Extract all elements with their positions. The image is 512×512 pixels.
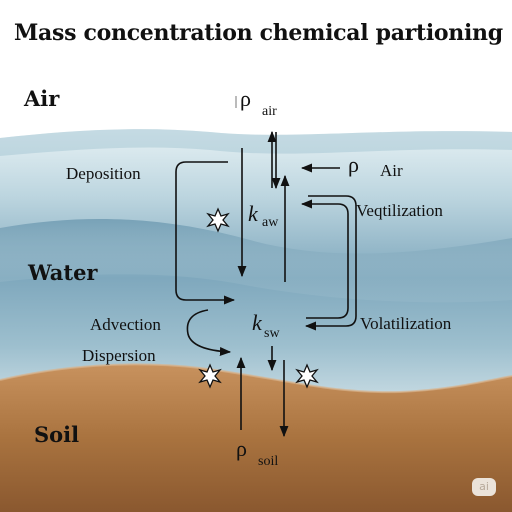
upper-volatilization-arrow xyxy=(300,199,349,319)
lower-volatilization-label: Volatilization xyxy=(360,314,452,333)
soil-layer xyxy=(0,364,512,512)
kaw-subscript: aw xyxy=(262,215,279,230)
water-depth-band xyxy=(0,218,512,303)
rho-air-subscript: air xyxy=(262,104,277,119)
rho-soil-symbol: ρ xyxy=(236,436,247,461)
zone-label-soil: Soil xyxy=(34,422,80,447)
kaw-symbol: k xyxy=(248,201,258,226)
advection-arrow xyxy=(186,309,232,356)
ksw-subscript: sw xyxy=(264,326,280,341)
advection-label: Advection xyxy=(90,315,161,334)
reaction-star-icon xyxy=(198,363,222,389)
ksw-symbol: k xyxy=(252,310,262,335)
zone-label-air: Air xyxy=(24,86,60,111)
dispersion-label: Dispersion xyxy=(82,346,156,365)
rho-air-inflow-symbol: ρ xyxy=(348,152,359,177)
reaction-star-icon xyxy=(206,207,230,233)
upper-volatilization-inner-arrow xyxy=(304,195,357,331)
rho-soil-subscript: soil xyxy=(258,454,279,469)
rho-air-symbol: ρ xyxy=(240,86,251,111)
rho-air-inflow-label: Air xyxy=(380,161,403,180)
zone-label-water: Water xyxy=(28,260,98,285)
deposition-label: Deposition xyxy=(66,164,141,183)
ai-watermark-badge: ai xyxy=(472,478,496,496)
air-water-interface xyxy=(0,129,512,156)
deposition-arrow xyxy=(175,161,236,305)
diagram-title: Mass concentration chemical partioning xyxy=(14,20,503,46)
soil-water-interface xyxy=(0,363,512,394)
upper-volatilization-label: Veqtilization xyxy=(356,201,443,220)
reaction-star-icon xyxy=(295,363,319,389)
